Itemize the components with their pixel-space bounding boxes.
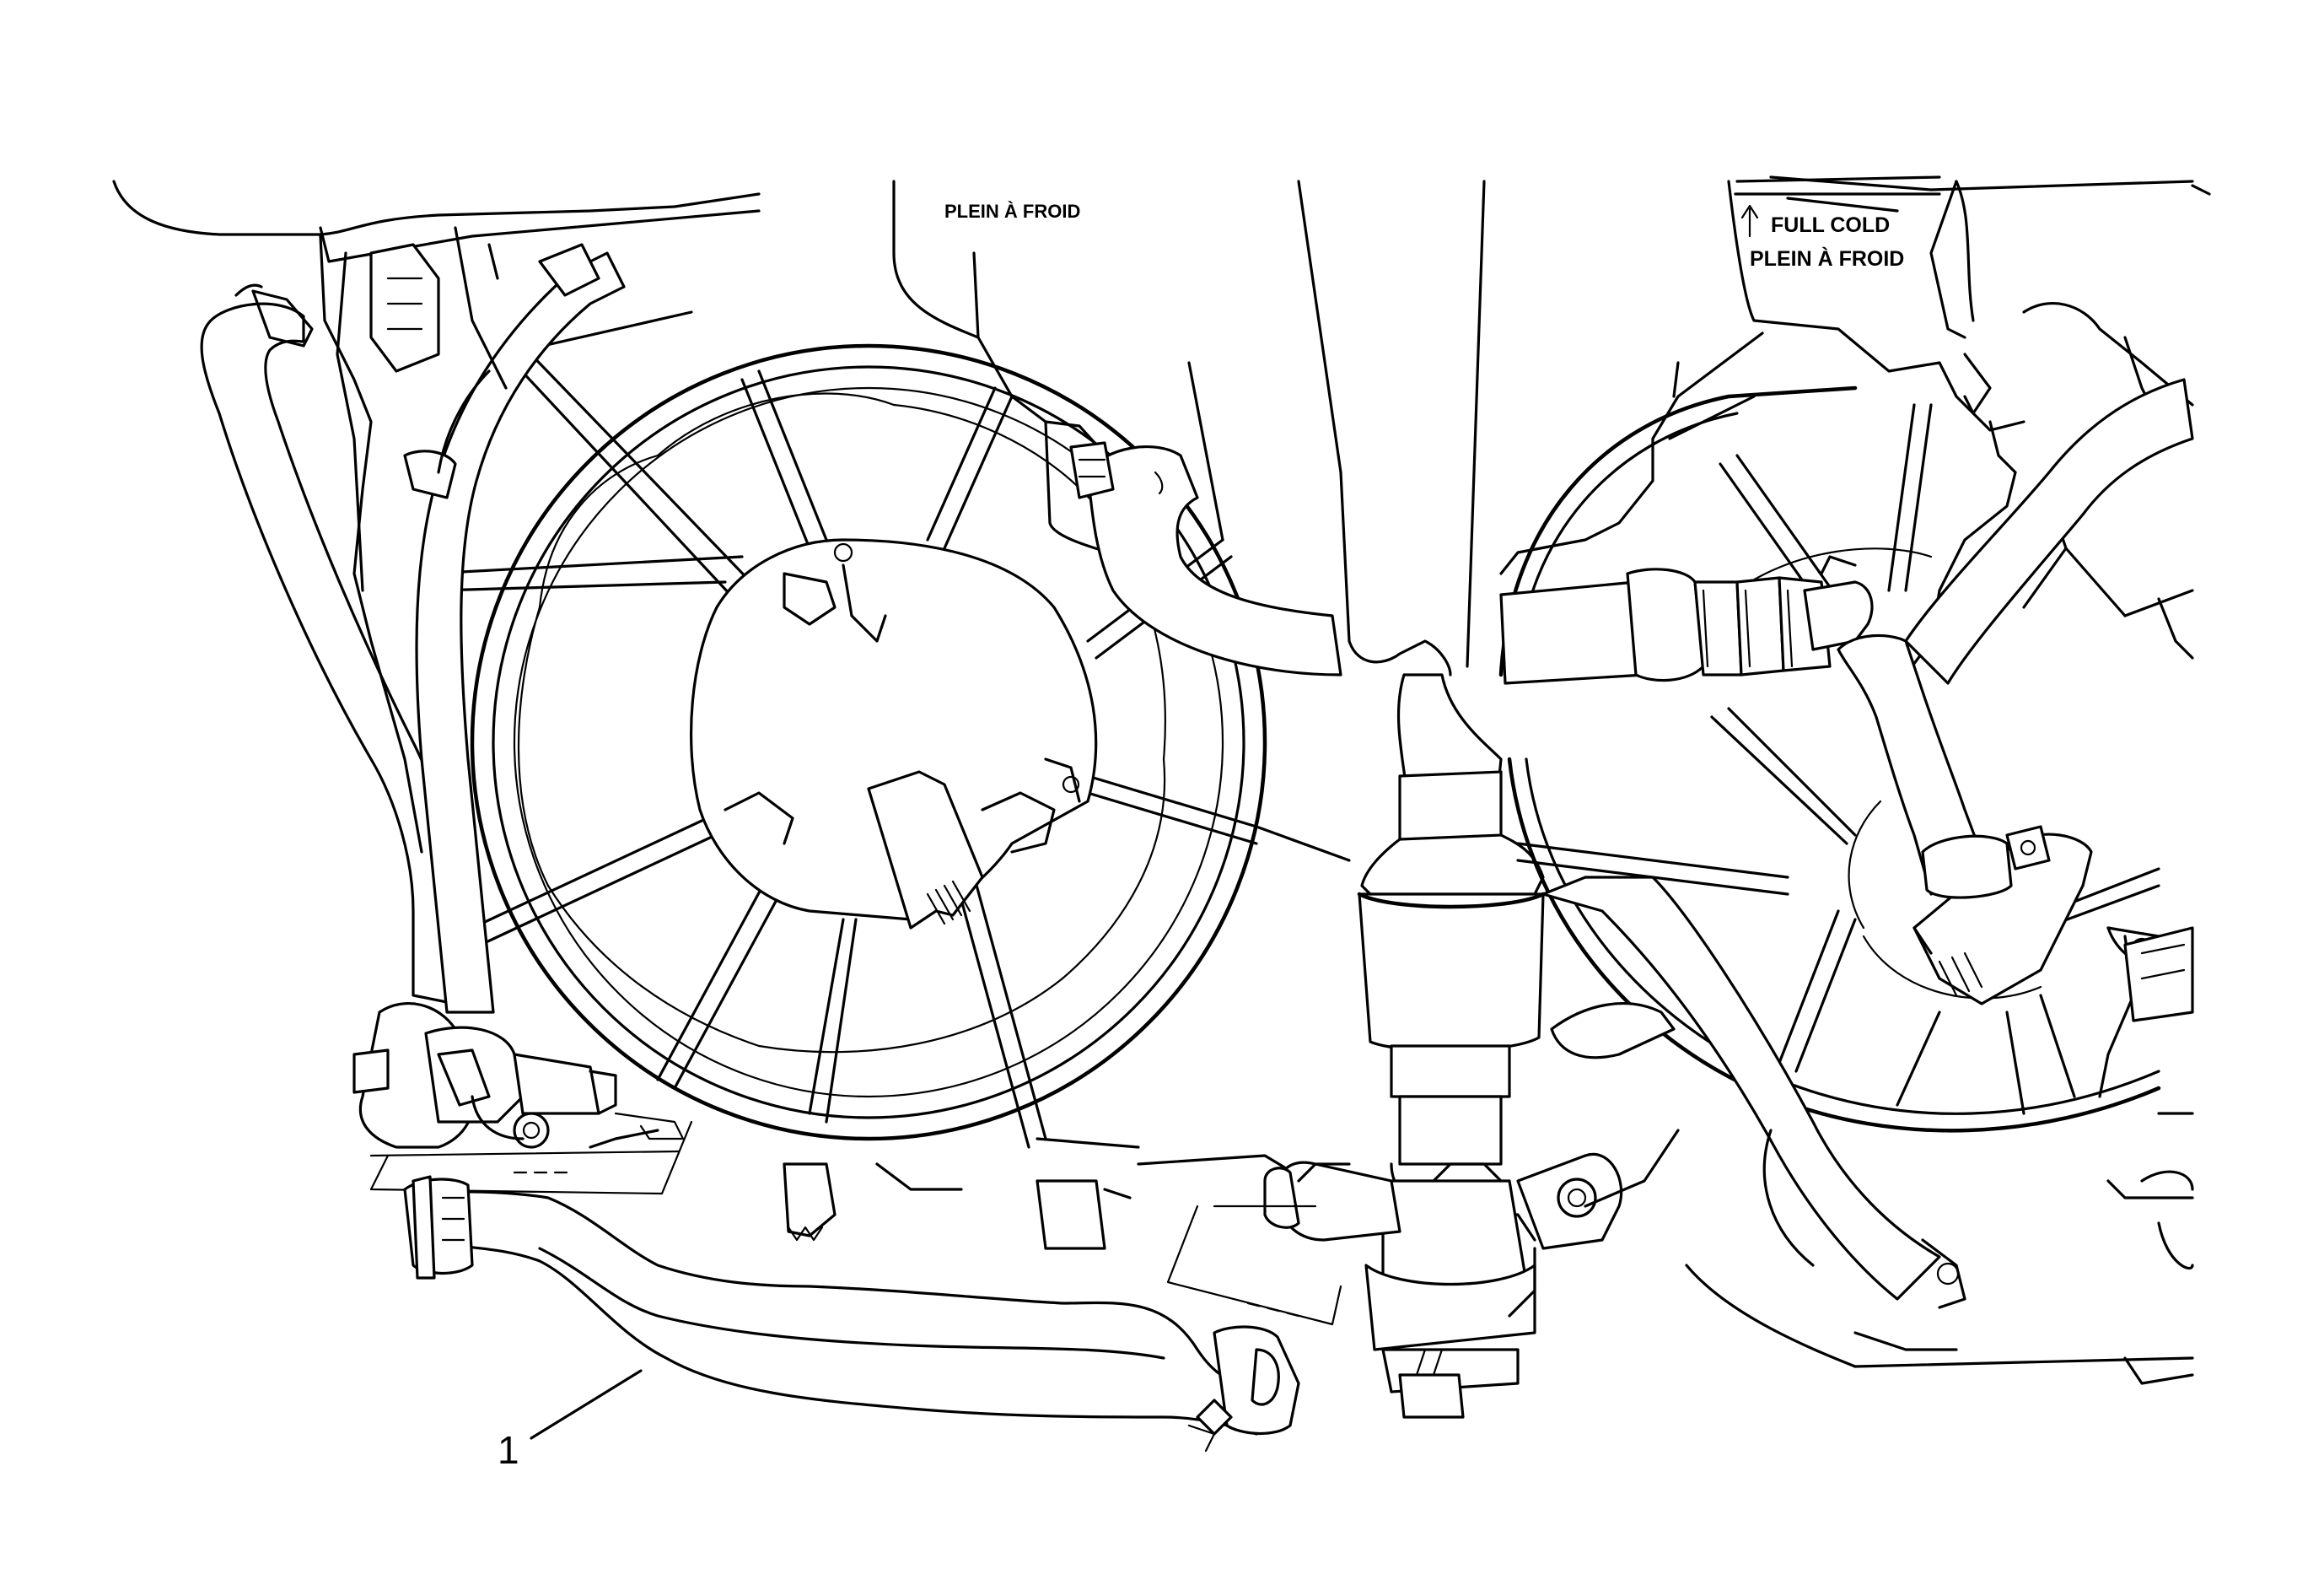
callout-1-leader-line [530,1369,643,1440]
right-removal-ghost-outline [1166,1205,1342,1326]
tank-label-left: PLEIN À FROID [944,201,1080,222]
right-upper-hose-connector [1499,555,1874,685]
lower-frame-edges [589,1129,1958,1351]
hose-1-removed [403,1175,1300,1453]
right-vertical-hose [1837,378,2194,899]
center-upper-hose [1069,441,1342,676]
center-lower-hose [1541,876,1941,1368]
tank-label-left-line2: PLEIN À FROID [944,201,1080,222]
tank-label-right-line1: FULL COLD [1771,213,1890,237]
upper-shroud-outline [112,175,2211,322]
left-lower-pump [352,1002,685,1149]
left-fan-motor [690,538,1098,930]
tank-label-right: FULL COLD PLEIN À FROID [1734,192,1941,271]
left-side-connector [319,226,508,854]
left-removal-ghost-outline [369,1120,693,1195]
left-coolant-reservoir [892,180,1486,676]
left-center-hose [403,243,626,1014]
callout-1-number: 1 [498,1428,519,1472]
left-radiator-hose [200,283,457,1005]
up-arrow-icon [1740,204,1759,238]
tank-label-right-line2: PLEIN À FROID [1750,246,1904,271]
callout-1: 1 [498,1369,643,1472]
right-edge-connector [2123,926,2194,1022]
center-auxiliary-pump [1263,673,1623,1419]
left-fan-shroud [428,310,1351,1149]
lower-shroud-brackets [783,1154,1309,1250]
